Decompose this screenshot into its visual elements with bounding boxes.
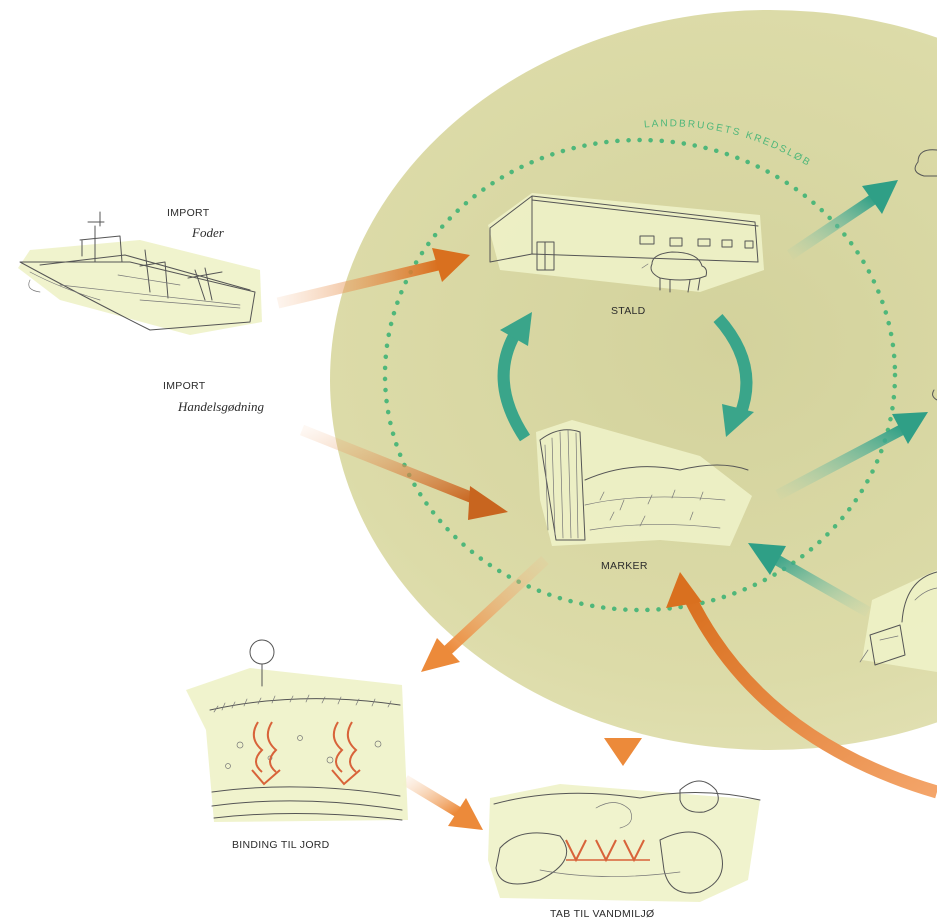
import-handelsgodning-name: Handelsgødning [177, 399, 264, 414]
import-handelsgodning-label: IMPORT [163, 380, 206, 392]
tab-label: TAB TIL VANDMILJØ [550, 908, 654, 920]
binding-illustration [186, 640, 408, 822]
stald-label: STALD [611, 305, 646, 317]
ship-illustration [18, 212, 262, 335]
import-foder-name: Foder [191, 225, 225, 240]
binding-to-water-arrow [405, 780, 483, 830]
binding-label: BINDING TIL JORD [232, 839, 330, 851]
farm-boundary-ellipse [330, 10, 937, 750]
tab-illustration [488, 781, 760, 902]
marker-label: MARKER [601, 560, 648, 572]
import-foder-label: IMPORT [167, 207, 210, 219]
